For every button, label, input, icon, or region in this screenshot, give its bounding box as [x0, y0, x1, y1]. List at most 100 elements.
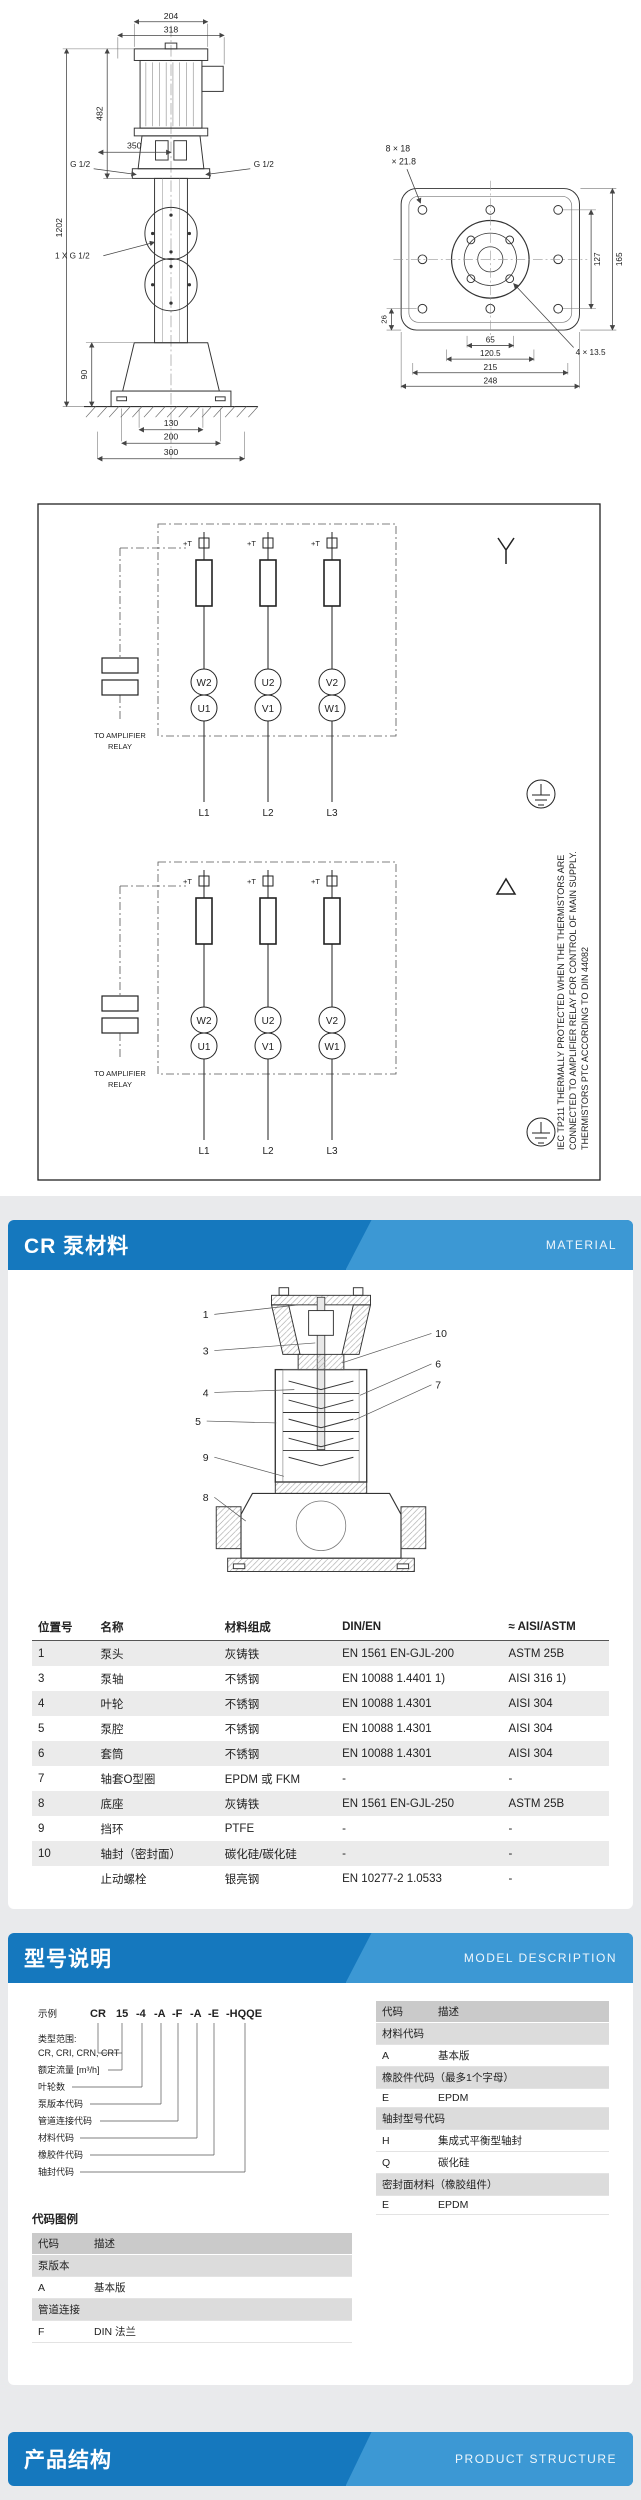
- relay-label: TO AMPLIFIER: [94, 1069, 146, 1078]
- terminal-w2: W2: [197, 1016, 212, 1027]
- phase-l2: L2: [262, 1146, 274, 1157]
- group-row: 密封面材料（橡胶组件）: [376, 2173, 609, 2196]
- terminal-v2: V2: [326, 1016, 339, 1027]
- holes-label-2: × 21.8: [391, 156, 416, 166]
- terminal-u2: U2: [262, 1016, 275, 1027]
- callout-1: 1: [202, 1310, 208, 1321]
- callout-7: 7: [435, 1381, 441, 1392]
- callout-6: 6: [435, 1360, 441, 1371]
- material-header-bar: CR 泵材料 MATERIAL: [8, 1220, 633, 1270]
- wiring-circuit-star: +T +T +T W2 U2 V2 U1 V1 W1 L1 L2 L3 TO A…: [94, 523, 556, 819]
- code-label-3: 叶轮数: [38, 2081, 65, 2092]
- dim-248: 248: [483, 376, 497, 385]
- dim-482: 482: [94, 106, 104, 121]
- phase-l2: L2: [262, 808, 274, 819]
- pump-cross-section-drawing: 1 3 4 5 9 8 10 6 7: [195, 1287, 447, 1572]
- product-structure-banner: 产品结构 PRODUCT STRUCTURE: [8, 2432, 633, 2486]
- phase-l3: L3: [326, 808, 338, 819]
- dimension-lines: [63, 19, 251, 462]
- thermistor-mark: +T: [247, 539, 256, 548]
- dim-165: 165: [615, 252, 624, 266]
- dim-300: 300: [164, 447, 179, 457]
- dim-127: 127: [593, 252, 602, 266]
- base-plate-drawing: 8 × 18 × 21.8 26 127 165 65 120.5 215 24…: [380, 144, 625, 389]
- col-header: ≈ AISI/ASTM: [502, 1614, 609, 1641]
- structure-subtitle-band: PRODUCT STRUCTURE: [345, 2432, 633, 2486]
- wiring-circuit-delta: +T +T +T W2 U2 V2 U1 V1 W1 L1 L2 L3 TO A…: [94, 861, 556, 1157]
- star-symbol: [497, 537, 515, 564]
- port-label-left: G 1/2: [70, 160, 91, 169]
- col-header: 位置号: [32, 1614, 95, 1641]
- phase-l1: L1: [198, 1146, 210, 1157]
- code-label-8: 轴封代码: [38, 2166, 74, 2177]
- callout-numbers: 1 3 4 5 9 8 10 6 7: [195, 1310, 447, 1504]
- thermistor-mark: +T: [247, 877, 256, 886]
- table-header-row: 代码 描述: [32, 2233, 352, 2255]
- wiring-diagram: +T +T +T W2 U2 V2 U1 V1 W1 L1 L2 L3 TO A…: [36, 502, 602, 1182]
- callout-leaders: [206, 1304, 432, 1522]
- dim-120-5: 120.5: [480, 349, 501, 358]
- terminal-u1: U1: [198, 1042, 211, 1053]
- model-subtitle-band: MODEL DESCRIPTION: [345, 1933, 633, 1983]
- terminal-w1: W1: [325, 704, 340, 715]
- code-connector-lines: [72, 2023, 246, 2173]
- model-header-bar: 型号说明 MODEL DESCRIPTION: [8, 1933, 633, 1983]
- callout-10: 10: [435, 1329, 447, 1340]
- dimension-drawings-row: 204 318 482 1202 350 G 1/2 G 1/2 1 X G 1…: [0, 6, 641, 490]
- dimension-labels: 204 318 482 1202 350 G 1/2 G 1/2 1 X G 1…: [54, 11, 274, 457]
- technical-drawings-section: 204 318 482 1202 350 G 1/2 G 1/2 1 X G 1…: [0, 0, 641, 1196]
- terminal-v2: V2: [326, 678, 339, 689]
- dim-90: 90: [79, 370, 89, 380]
- port-label-right: G 1/2: [254, 160, 275, 169]
- dim-318: 318: [164, 24, 179, 34]
- dim-215: 215: [483, 363, 497, 372]
- terminal-v1: V1: [262, 704, 275, 715]
- flange-bolt-dots: [150, 213, 192, 305]
- dimension-labels: 8 × 18 × 21.8 26 127 165 65 120.5 215 24…: [380, 144, 625, 386]
- col-header: 代码: [32, 2233, 88, 2255]
- delta-symbol: [495, 877, 517, 895]
- code-labels: 类型范围: CR, CRI, CRN, CRT 额定流量 [m³/h] 叶轮数 …: [38, 2033, 120, 2177]
- thermistor-mark: +T: [183, 877, 192, 886]
- code-seg-impellers: -4: [136, 2008, 147, 2020]
- model-code-column: 示例 CR 15 -4 -A -F -A -E -HQQE 类型范围: CR, …: [32, 2001, 352, 2343]
- dim-130: 130: [164, 418, 179, 428]
- code-seg-connection: -F: [172, 2008, 183, 2020]
- dimension-lines: [388, 169, 616, 389]
- model-title: 型号说明: [24, 1948, 112, 1971]
- code-label-4: 泵版本代码: [38, 2098, 83, 2109]
- wiring-side-note: IEC TP211 THERMALLY PROTECTED WHEN THE T…: [556, 851, 590, 1150]
- col-header: DIN/EN: [336, 1614, 503, 1641]
- callout-9: 9: [202, 1453, 208, 1464]
- legend-title: 代码图例: [32, 2214, 78, 2226]
- material-subtitle: MATERIAL: [545, 1238, 617, 1252]
- extension-lines: [62, 23, 245, 459]
- callout-3: 3: [202, 1346, 208, 1357]
- code-label-5: 管道连接代码: [38, 2115, 92, 2126]
- holes-label-br: 4 × 13.5: [576, 348, 606, 357]
- code-seg-seal: -HQQE: [226, 2008, 262, 2020]
- group-row: 泵版本: [32, 2254, 352, 2277]
- dim-200: 200: [164, 431, 179, 441]
- relay-label: RELAY: [108, 742, 132, 751]
- extension-lines: [386, 188, 617, 389]
- structure-title: 产品结构: [24, 2449, 112, 2472]
- model-content: 示例 CR 15 -4 -A -F -A -E -HQQE 类型范围: CR, …: [8, 1983, 633, 2385]
- holes-label-1: 8 × 18: [386, 144, 411, 154]
- ground-icon: [526, 1117, 556, 1147]
- port-label-column: 1 X G 1/2: [55, 252, 90, 261]
- code-segments: CR 15 -4 -A -F -A -E -HQQE: [90, 2008, 262, 2020]
- dim-1202: 1202: [54, 218, 64, 237]
